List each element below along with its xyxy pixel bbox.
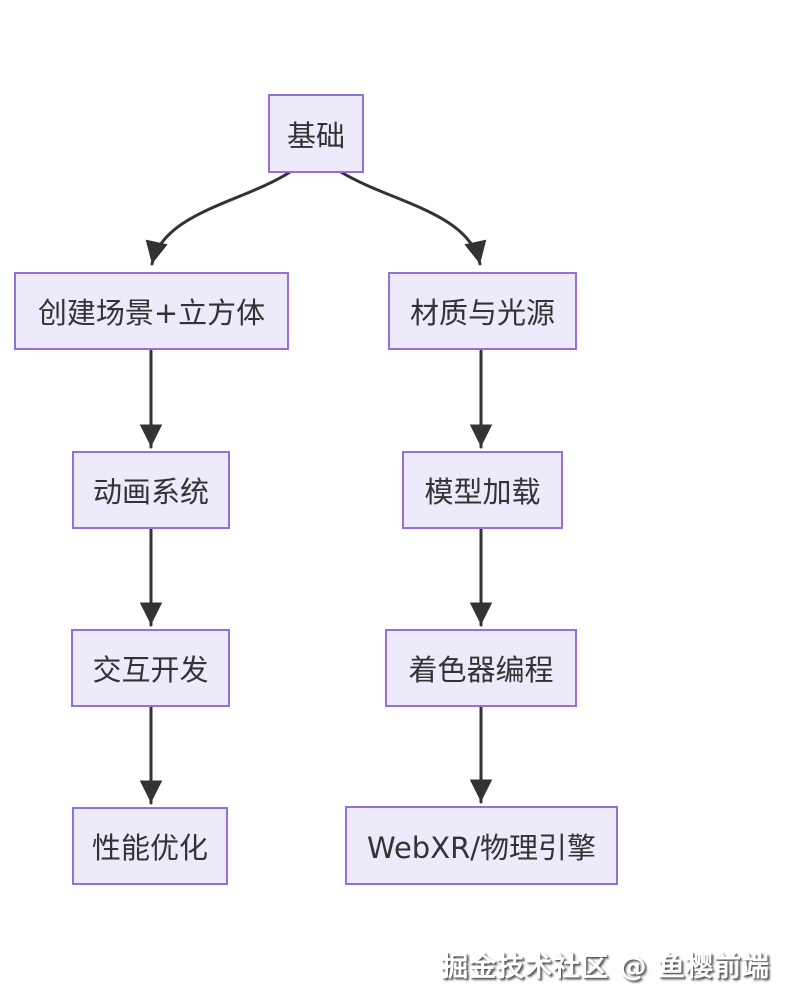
- node-model-loading: 模型加载: [402, 451, 563, 529]
- node-animation-system: 动画系统: [72, 451, 230, 529]
- node-basics: 基础: [268, 94, 364, 173]
- node-material-light: 材质与光源: [388, 272, 577, 350]
- edge-basics-to-create-scene-cube: [145, 170, 292, 266]
- node-webxr-physics: WebXR/物理引擎: [345, 806, 618, 885]
- watermark-text: 掘金技术社区 @ 鱼樱前端: [441, 952, 770, 983]
- node-interaction-dev: 交互开发: [71, 629, 230, 707]
- edge-basics-to-material-light: [339, 170, 487, 266]
- node-performance-optimization: 性能优化: [72, 807, 228, 885]
- node-shader-programming: 着色器编程: [385, 629, 577, 707]
- node-create-scene-cube: 创建场景+立方体: [14, 272, 289, 350]
